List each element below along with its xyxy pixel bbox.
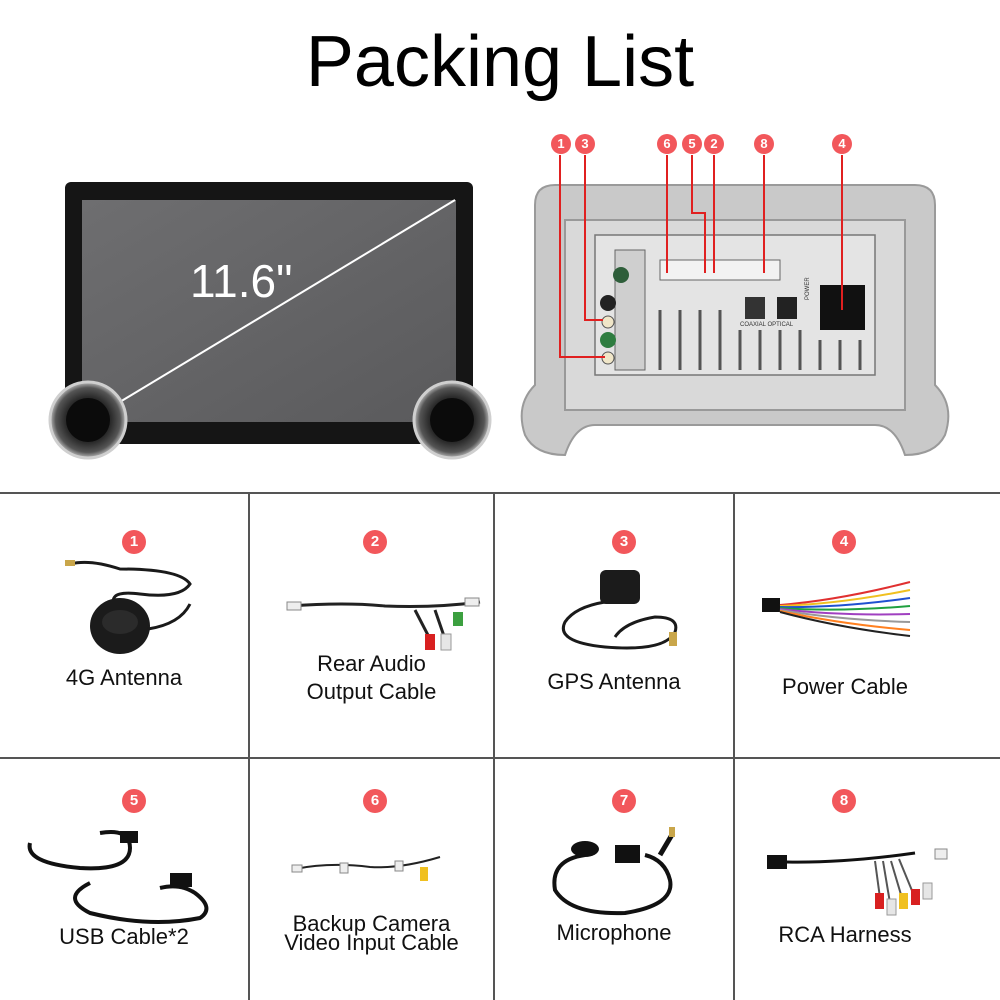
item-label: USB Cable*2 — [59, 924, 189, 949]
usb-cable-image — [27, 830, 209, 924]
item-label-line2: Output Cable — [306, 679, 437, 704]
item-number-badge: 4 — [832, 530, 856, 554]
grid-line — [0, 757, 1000, 759]
callout-badge: 2 — [704, 134, 724, 154]
power-cable-image — [762, 581, 911, 637]
microphone-image — [552, 827, 676, 916]
callout-badge: 1 — [551, 134, 571, 154]
item-power-cable: 4 Power Cable — [735, 492, 1000, 757]
item-gps-antenna: 3 GPS Antenna — [495, 492, 733, 757]
item-label: RCA Harness — [778, 922, 912, 947]
callout-badge: 6 — [657, 134, 677, 154]
callout-badge: 4 — [832, 134, 852, 154]
head-unit-front-image: 11.6" — [40, 170, 500, 460]
item-4g-antenna: 1 4G Antenna — [0, 492, 248, 757]
head-unit-back-image: 1 3 6 5 2 8 4 COAXIAL OPTICAL POWER — [515, 125, 955, 465]
screen-size-label: 11.6" — [190, 255, 293, 307]
accessories-grid: 1 4G Antenna 2 Rear Audio Output Cable 3 — [0, 492, 1000, 1000]
item-microphone: 7 Microphone — [495, 759, 733, 1000]
item-number-badge: 6 — [363, 789, 387, 813]
item-label: 4G Antenna — [65, 665, 183, 690]
coaxial-optical-label: COAXIAL OPTICAL — [740, 322, 794, 328]
grid-line — [733, 492, 735, 1000]
grid-line — [493, 492, 495, 1000]
item-rca-harness: 8 RCA Harness — [735, 759, 1000, 1000]
item-number-badge: 5 — [122, 789, 146, 813]
item-label-line2: Video Input Cable — [284, 930, 459, 955]
item-label-line1: Backup Camera — [292, 911, 451, 936]
item-number-badge: 3 — [612, 530, 636, 554]
item-number-badge: 7 — [612, 789, 636, 813]
grid-line — [0, 492, 1000, 494]
rear-audio-cable-image — [286, 597, 481, 651]
head-unit-back-graphic — [520, 155, 950, 457]
item-number-badge: 1 — [122, 530, 146, 554]
item-label: Power Cable — [782, 674, 908, 699]
backup-camera-cable-image — [291, 856, 441, 881]
item-label: GPS Antenna — [547, 669, 681, 694]
callout-badge: 3 — [575, 134, 595, 154]
callout-badge: 5 — [682, 134, 702, 154]
power-port-label: POWER — [805, 277, 811, 300]
item-number-badge: 8 — [832, 789, 856, 813]
rca-harness-image — [767, 848, 948, 916]
item-rear-audio-cable: 2 Rear Audio Output Cable — [250, 492, 493, 757]
page-title: Packing List — [305, 22, 695, 102]
grid-line — [248, 492, 250, 1000]
item-number-badge: 2 — [363, 530, 387, 554]
head-unit-front-graphic — [48, 182, 492, 460]
item-backup-camera-cable: 6 Backup Camera Video Input Cable — [250, 759, 493, 1000]
gps-antenna-image — [562, 570, 678, 650]
item-label: Microphone — [556, 920, 672, 945]
callout-badge: 8 — [754, 134, 774, 154]
item-label-line1: Rear Audio — [317, 651, 426, 676]
item-usb-cable: 5 USB Cable*2 — [0, 759, 248, 1000]
4g-antenna-image — [65, 560, 192, 654]
